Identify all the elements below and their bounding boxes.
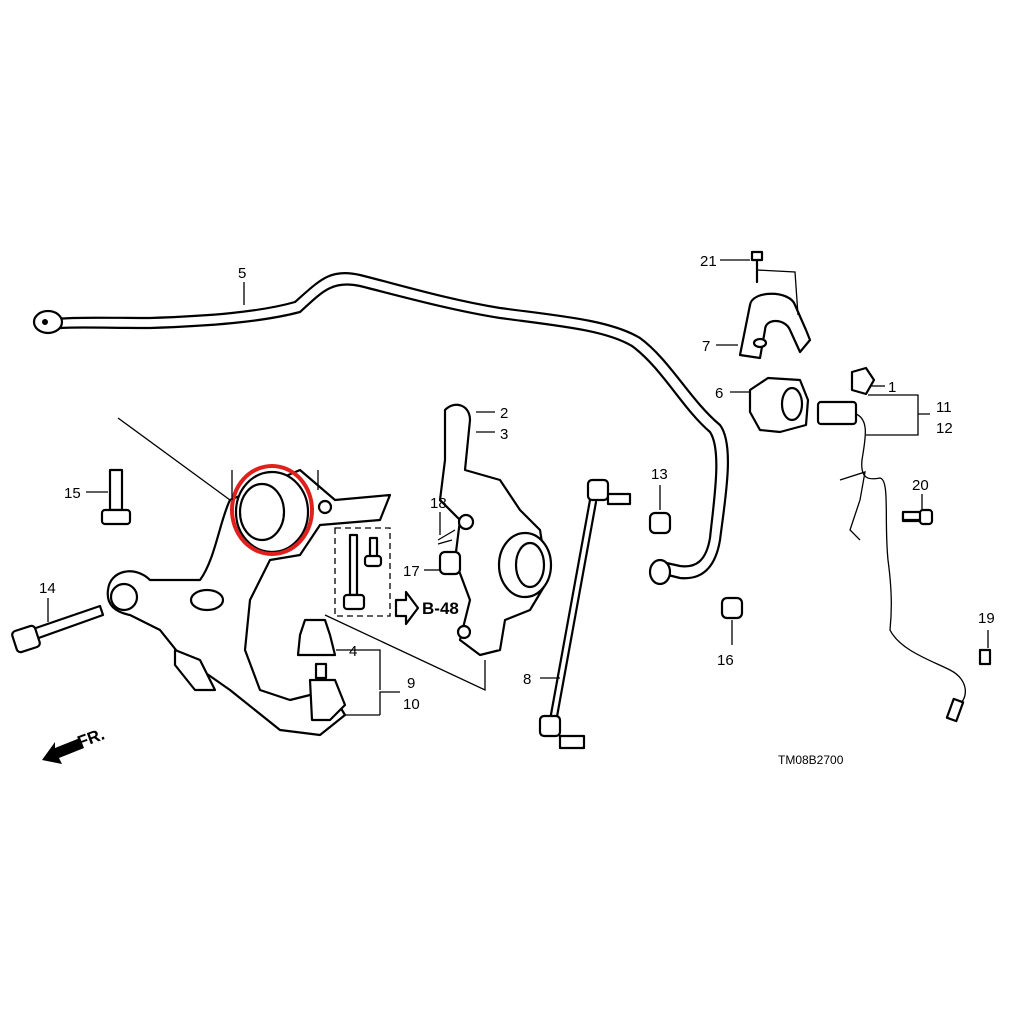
- callout-11[interactable]: 11: [936, 399, 952, 416]
- callout-4[interactable]: 4: [349, 643, 357, 660]
- callout-7[interactable]: 7: [702, 338, 710, 355]
- stabilizer-link[interactable]: [538, 478, 632, 750]
- bolt-20[interactable]: [901, 508, 934, 526]
- callout-19[interactable]: 19: [978, 610, 995, 627]
- nut-17[interactable]: [438, 550, 462, 576]
- callout-6[interactable]: 6: [715, 385, 723, 402]
- callout-20[interactable]: 20: [912, 477, 929, 494]
- callout-16[interactable]: 16: [717, 652, 734, 669]
- callout-1[interactable]: 1: [888, 379, 896, 396]
- nut-13[interactable]: [648, 511, 672, 535]
- callout-labels: 5 21 7 6 1 11 12 2 3 15 13 18 20 17 B-48…: [39, 253, 995, 767]
- callout-12[interactable]: 12: [936, 420, 953, 437]
- callout-17[interactable]: 17: [403, 563, 420, 580]
- front-direction-arrow: FR.: [42, 725, 107, 764]
- stabilizer-bushing[interactable]: [748, 376, 810, 434]
- highlight-circle: [230, 464, 314, 556]
- callout-13[interactable]: 13: [651, 466, 668, 483]
- callout-10[interactable]: 10: [403, 696, 420, 713]
- callout-9[interactable]: 9: [407, 675, 415, 692]
- callout-2[interactable]: 2: [500, 405, 508, 422]
- reference-b48[interactable]: B-48: [422, 599, 459, 618]
- stabilizer-holder[interactable]: [738, 250, 812, 360]
- cotter-18[interactable]: [437, 529, 456, 545]
- bolts-ref[interactable]: [334, 527, 420, 626]
- ball-joint[interactable]: [296, 618, 347, 722]
- leader-lines: [47, 259, 989, 716]
- svg-text:FR.: FR.: [75, 725, 107, 752]
- bolt-14[interactable]: [11, 604, 105, 654]
- lower-control-arm[interactable]: [106, 468, 392, 737]
- callout-21[interactable]: 21: [700, 253, 717, 270]
- callout-8[interactable]: 8: [523, 671, 531, 688]
- callout-18[interactable]: 18: [430, 495, 447, 512]
- knuckle[interactable]: [438, 403, 553, 657]
- compliance-bushing[interactable]: [234, 470, 310, 554]
- callout-14[interactable]: 14: [39, 580, 56, 597]
- nut-16[interactable]: [720, 596, 744, 620]
- callout-5[interactable]: 5: [238, 265, 246, 282]
- abs-sensor[interactable]: [816, 366, 992, 723]
- stabilizer-bar[interactable]: [32, 271, 729, 586]
- callout-3[interactable]: 3: [500, 426, 508, 443]
- bolt-15[interactable]: [100, 468, 132, 526]
- drawing-code: TM08B2700: [778, 753, 844, 767]
- callout-15[interactable]: 15: [64, 485, 81, 502]
